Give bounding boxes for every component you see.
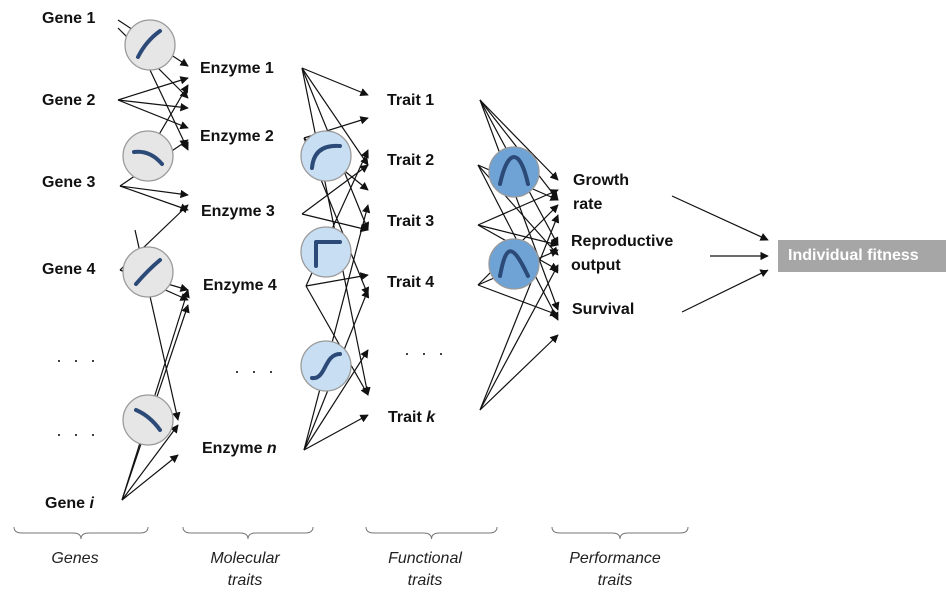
gene-ellipsis-1: · · · <box>56 350 99 370</box>
connection-arrow <box>117 99 189 130</box>
enzyme-ellipsis: · · · <box>234 361 277 381</box>
connection-arrow <box>119 185 189 199</box>
node-circle <box>122 394 174 446</box>
connection-arrow <box>117 76 189 101</box>
individual-fitness-box: Individual fitness <box>778 240 946 272</box>
gene-function-node <box>122 394 174 446</box>
trait-2-label: Trait 2 <box>387 152 435 169</box>
trait-1-label: Trait 1 <box>387 92 435 109</box>
gene-3-label: Gene 3 <box>42 174 96 191</box>
gene-1-label: Gene 1 <box>42 10 96 27</box>
connection-arrow <box>303 414 369 451</box>
response-curve <box>314 240 342 268</box>
function-node-group <box>122 19 540 446</box>
connection-arrow <box>121 289 190 501</box>
connection-arrow <box>121 424 179 501</box>
connection-arrow <box>479 99 560 311</box>
category-brace <box>551 526 689 540</box>
response-curve <box>132 149 164 166</box>
connection-arrow <box>305 272 369 287</box>
category-brace <box>365 526 498 540</box>
connection-arrow <box>121 454 179 501</box>
connection-arrow <box>149 69 189 151</box>
enzyme-function-node <box>300 130 352 182</box>
enzyme-2-label: Enzyme 2 <box>200 128 274 145</box>
trait-function-node <box>488 146 540 198</box>
connection-arrow <box>671 195 769 241</box>
survival-label: Survival <box>572 301 635 318</box>
connection-arrow <box>119 185 189 212</box>
gene-ellipsis-2: · · · <box>56 424 99 444</box>
response-curve <box>136 29 162 59</box>
trait-3-label: Trait 3 <box>387 213 435 230</box>
brace-group <box>13 526 689 540</box>
genes-category-label: Genes <box>51 550 99 567</box>
connection-arrow <box>303 204 371 451</box>
trait-4-label: Trait 4 <box>387 274 435 291</box>
enzyme-n-label: Enzyme n <box>202 440 277 457</box>
trait-k-label: Trait k <box>388 409 436 426</box>
category-brace <box>182 526 314 540</box>
gene-function-node <box>122 130 174 182</box>
response-curve <box>310 352 342 380</box>
enzyme-4-label: Enzyme 4 <box>203 277 277 294</box>
gene-function-node <box>122 246 174 298</box>
connection-arrow <box>479 264 559 411</box>
connection-arrow <box>301 67 369 97</box>
connection-arrow <box>303 349 369 451</box>
connection-arrow <box>477 189 559 226</box>
gene-4-label: Gene 4 <box>42 261 96 278</box>
node-circle <box>122 130 174 182</box>
connection-arrow <box>477 284 559 317</box>
response-curve <box>134 408 162 432</box>
enzyme-function-node <box>300 226 352 278</box>
response-curve <box>310 143 342 170</box>
node-circle <box>488 146 540 198</box>
connection-arrow <box>305 285 369 396</box>
trait-ellipsis: · · · <box>404 343 447 363</box>
connection-arrow <box>479 334 559 411</box>
gene-function-node <box>124 19 176 71</box>
trait-function-node <box>488 238 540 290</box>
category-brace <box>13 526 149 540</box>
connection-arrow <box>681 269 769 313</box>
connection-arrow <box>117 99 189 112</box>
connection-arrow <box>301 67 369 166</box>
gene-i-label: Gene i <box>45 495 94 512</box>
node-circle <box>300 226 352 278</box>
enzyme-function-node <box>300 340 352 392</box>
response-curve <box>498 249 530 278</box>
connection-arrow <box>477 224 559 248</box>
enzyme-1-label: Enzyme 1 <box>200 60 274 77</box>
gene-2-label: Gene 2 <box>42 92 96 109</box>
connection-arrow <box>479 214 560 411</box>
response-curve <box>134 258 162 286</box>
node-circle <box>300 130 352 182</box>
node-circle <box>488 238 540 290</box>
node-circle <box>124 19 176 71</box>
enzyme-3-label: Enzyme 3 <box>201 203 275 220</box>
connection-arrow <box>479 99 559 181</box>
response-curve <box>498 155 530 186</box>
